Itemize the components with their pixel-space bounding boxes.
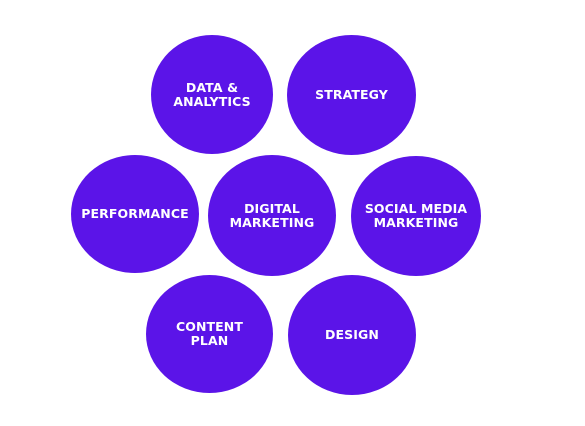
circle-content-plan: CONTENT PLAN <box>146 275 273 393</box>
circle-strategy: STRATEGY <box>287 35 416 155</box>
circle-data-analytics: DATA & ANALYTICS <box>151 35 273 154</box>
circle-digital-marketing: DIGITAL MARKETING <box>208 155 336 276</box>
circle-performance: PERFORMANCE <box>71 155 199 273</box>
circle-design: DESIGN <box>288 275 416 395</box>
circle-social-media-marketing: SOCIAL MEDIA MARKETING <box>351 156 481 276</box>
